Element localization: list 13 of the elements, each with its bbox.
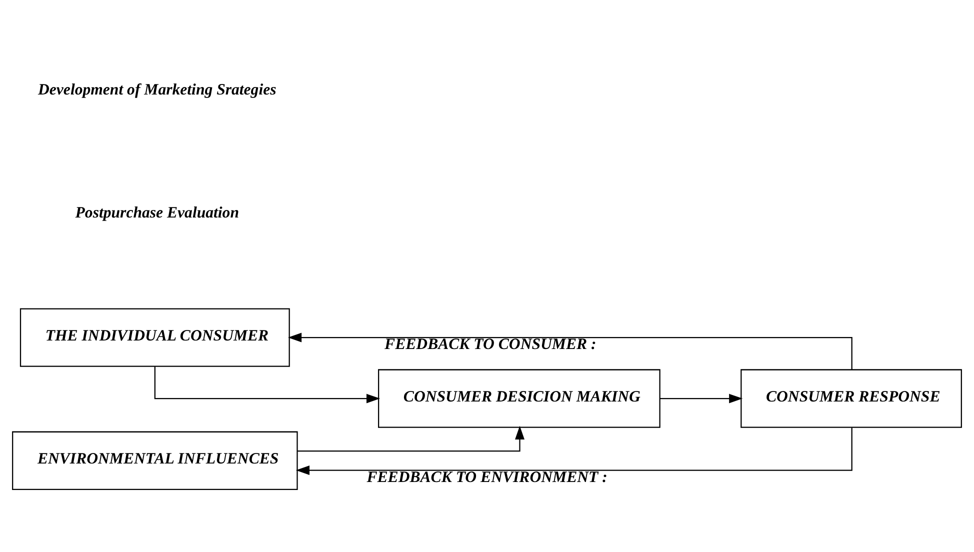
arrow — [296, 428, 852, 476]
arrow — [154, 366, 380, 404]
arrow — [288, 332, 852, 370]
label: Postpurchase Evaluation — [75, 204, 239, 222]
edge-label: FEEDBACK TO ENVIRONMENT : — [366, 468, 608, 486]
node-box: THE INDIVIDUAL CONSUMER — [20, 308, 290, 367]
node-box: ENVIRONMENTAL INFLUENCES — [12, 431, 298, 490]
arrow — [298, 426, 524, 452]
node-box: CONSUMER RESPONSE — [740, 369, 962, 428]
node-box: CONSUMER DESICION MAKING — [378, 369, 660, 428]
label: Development of Marketing Srategies — [38, 81, 276, 98]
edge-label: FEEDBACK TO CONSUMER : — [384, 336, 596, 354]
arrow — [660, 394, 743, 404]
